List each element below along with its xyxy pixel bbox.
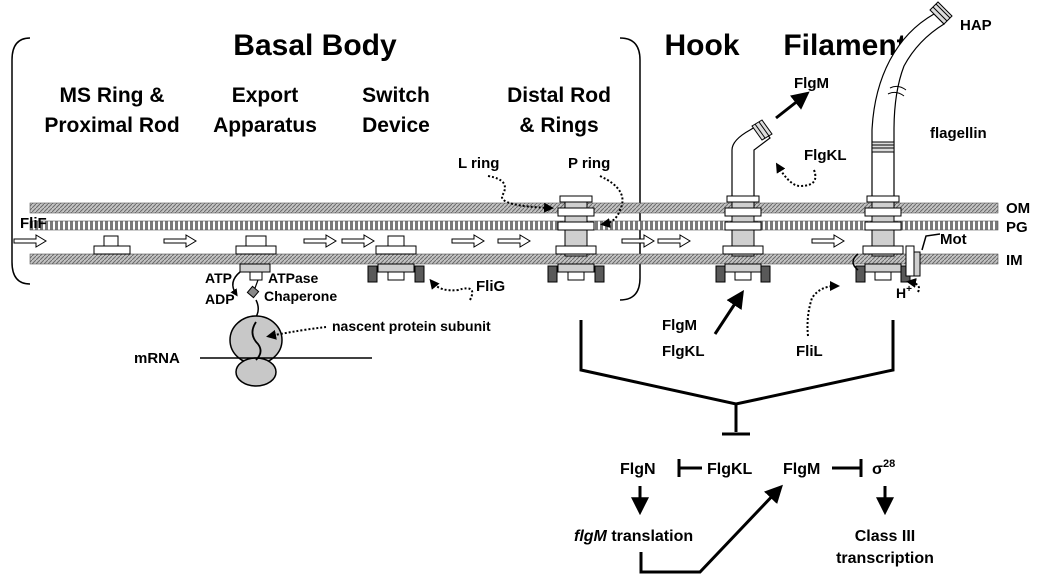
flgkl-reg-label: FlgKL — [707, 461, 753, 478]
om-label: OM — [1006, 200, 1030, 217]
atp-label: ATP — [205, 270, 232, 286]
chaperone-label: Chaperone — [264, 288, 337, 304]
class3-label-2: transcription — [836, 550, 934, 567]
class3-label-1: Class III — [855, 528, 915, 545]
atpase-label: ATPase — [268, 270, 319, 286]
switch-device-title-1: Switch — [362, 84, 430, 107]
flil-label: FliL — [796, 343, 823, 360]
flif-label: FliF — [20, 215, 47, 232]
flig-arrow — [432, 282, 472, 300]
pg-label: PG — [1006, 219, 1028, 236]
basal-body-bracket-left — [12, 38, 30, 284]
flgn-label: FlgN — [620, 461, 656, 478]
mot-label: Mot — [940, 231, 967, 248]
basal-body-heading: Basal Body — [233, 29, 397, 62]
h-plus-label: H+ — [896, 284, 912, 301]
peptidoglycan-layer — [30, 221, 998, 230]
switch-device-title-2: Device — [362, 114, 430, 137]
export-apparatus-title-1: Export — [232, 84, 299, 107]
flil-arrow — [808, 286, 837, 336]
assembly-flow-arrows — [14, 235, 844, 247]
distal-rod-title-1: Distal Rod — [507, 84, 611, 107]
flgkl-top-label: FlgKL — [804, 147, 847, 164]
p-ring-label: P ring — [568, 155, 610, 172]
export-apparatus-title-2: Apparatus — [213, 114, 317, 137]
atp-hydrolysis-arrow — [233, 272, 240, 294]
nascent-label: nascent protein subunit — [332, 318, 491, 334]
convergence-bracket — [581, 320, 893, 404]
hap-label: HAP — [960, 17, 992, 34]
ms-ring-title-2: Proximal Rod — [44, 114, 179, 137]
flig-label: FliG — [476, 278, 505, 295]
distal-rod-title-2: & Rings — [519, 114, 598, 137]
flgm-secretion-arrow — [776, 96, 804, 118]
flgm-mid-label: FlgM — [662, 317, 697, 334]
hook-heading: Hook — [665, 29, 740, 62]
flgm-top-label: FlgM — [794, 75, 829, 92]
flgm-flgkl-arrow — [715, 296, 740, 334]
flgm-translation-label: flgM translation — [574, 528, 693, 545]
p-ring-arrow — [600, 176, 623, 224]
flagellin-label: flagellin — [930, 125, 987, 142]
flgm-reg-label: FlgM — [783, 461, 820, 478]
l-ring-label: L ring — [458, 155, 499, 172]
adp-label: ADP — [205, 291, 235, 307]
filament-heading: Filament — [783, 29, 906, 62]
flgkl-mid-label: FlgKL — [662, 343, 705, 360]
mot-pointer — [922, 234, 940, 250]
ribosome-small-subunit — [236, 358, 276, 386]
mrna-label: mRNA — [134, 350, 180, 367]
flgkl-top-arrow — [778, 166, 815, 186]
ms-ring-title-1: MS Ring & — [60, 84, 165, 107]
sigma28-label: σ28 — [872, 458, 895, 478]
ms-ring-structure — [94, 236, 130, 254]
im-label: IM — [1006, 252, 1023, 269]
outer-membrane — [30, 203, 998, 213]
